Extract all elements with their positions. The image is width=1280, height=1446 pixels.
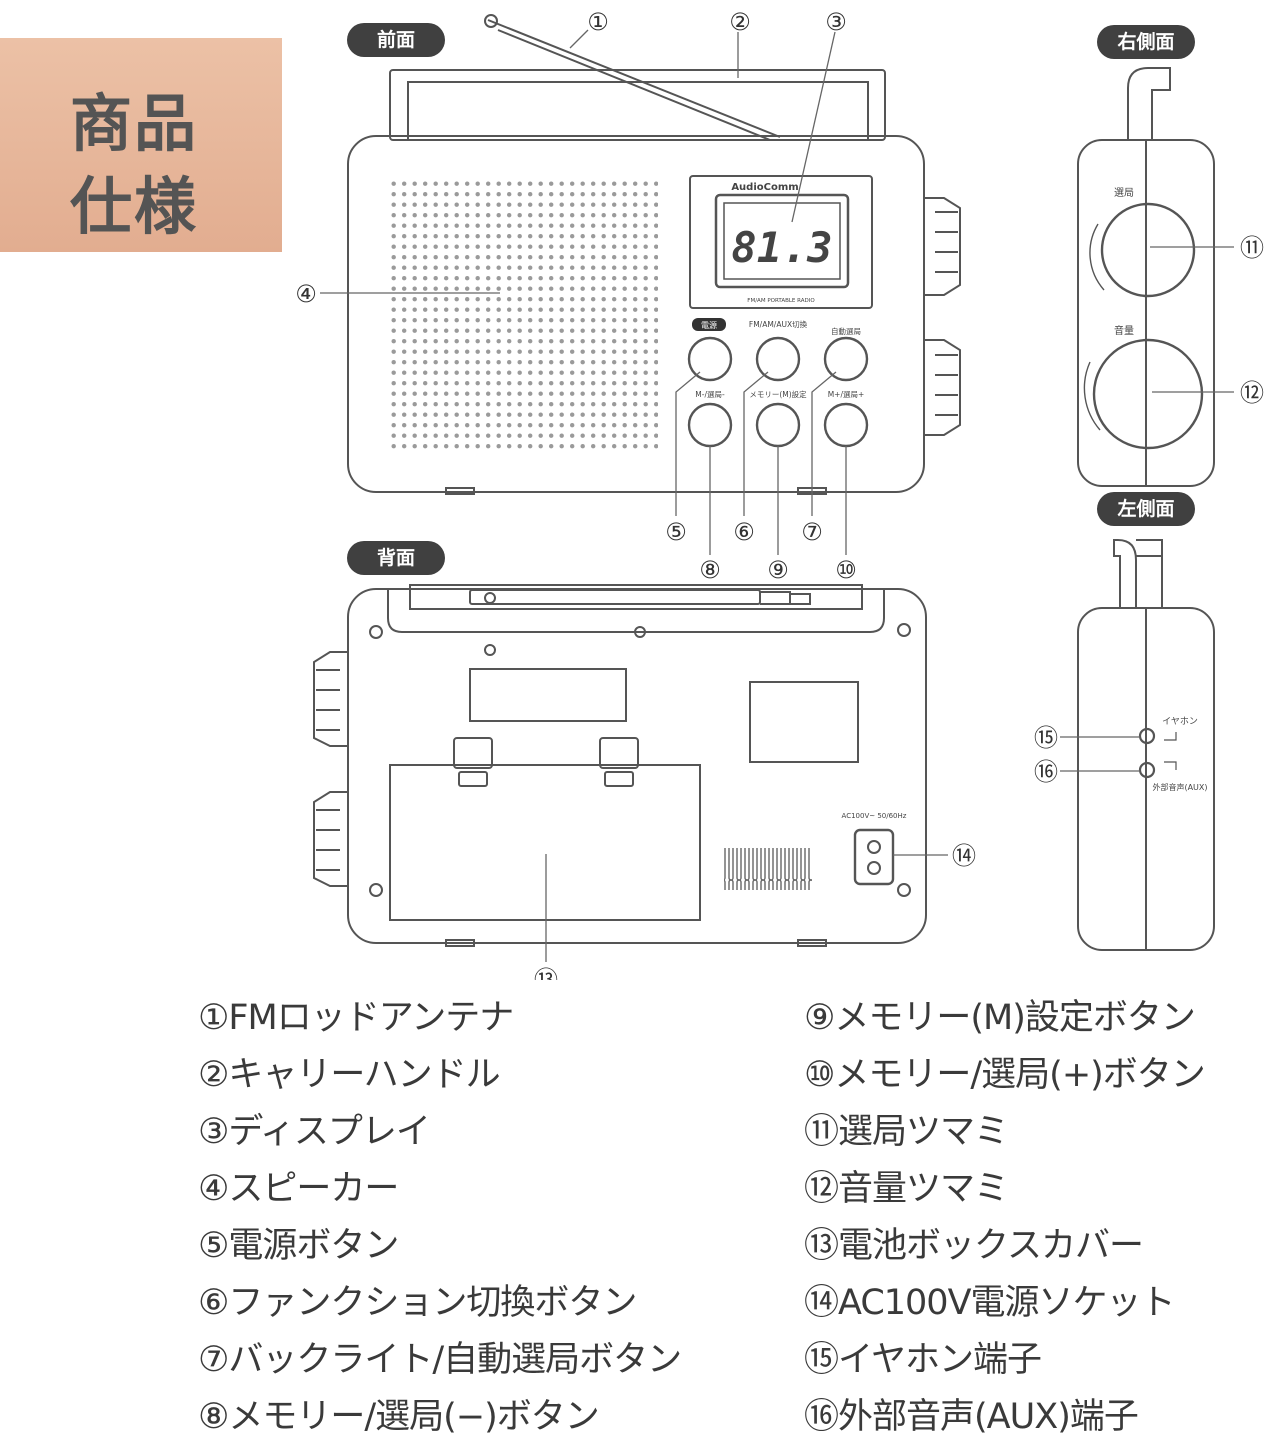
backlight-button-label: 自動選局 xyxy=(831,326,861,336)
memory-up-button[interactable] xyxy=(823,402,869,448)
callout-9: ⑨ xyxy=(767,556,789,584)
legend-item: ⑭AC100V電源ソケット xyxy=(804,1283,1176,1323)
front-body xyxy=(347,135,925,493)
backlight-button[interactable] xyxy=(823,336,869,382)
legend-item: ④スピーカー xyxy=(198,1169,399,1209)
label-front-view: 前面 xyxy=(347,23,445,57)
callout-7: ⑦ xyxy=(801,518,823,546)
callout-13: ⑬ xyxy=(534,966,558,980)
callout-11: ⑪ xyxy=(1240,234,1264,262)
earphone-jack xyxy=(1138,727,1156,745)
page-title-line1: 商品 xyxy=(70,87,199,160)
right-side-handle xyxy=(1127,67,1171,140)
display-panel xyxy=(689,175,873,309)
callout-14: ⑭ xyxy=(952,842,976,870)
back-vent xyxy=(724,848,812,890)
back-dial-lower xyxy=(313,791,348,887)
volume-knob-label: 音量 xyxy=(1114,324,1134,337)
legend-item: ⑯外部音声(AUX)端子 xyxy=(804,1397,1139,1437)
left-side-handle xyxy=(1113,539,1137,608)
callout-15: ⑮ xyxy=(1034,724,1058,752)
callout-5: ⑤ xyxy=(665,518,687,546)
callout-3: ③ xyxy=(825,8,847,36)
legend-item: ⑪選局ツマミ xyxy=(804,1112,1009,1152)
back-label-area xyxy=(469,668,627,722)
label-right-view: 右側面 xyxy=(1097,25,1195,59)
memory-down-button-label: M-/選局- xyxy=(695,389,725,399)
page-title: 商品 仕様 xyxy=(0,38,282,252)
display-frequency: 81.3 xyxy=(731,223,832,272)
speaker-grille xyxy=(386,178,658,450)
legend-item: ⑫音量ツマミ xyxy=(804,1169,1009,1209)
legend-right-column: ⑨メモリー(M)設定ボタン ⑩メモリー/選局(+)ボタン ⑪選局ツマミ ⑫音量ツ… xyxy=(804,990,1206,1446)
legend-item: ⑩メモリー/選局(+)ボタン xyxy=(804,1055,1206,1095)
label-left-view: 左側面 xyxy=(1097,492,1195,526)
tuning-dial-edge xyxy=(924,197,961,296)
display-footer: FM/AM PORTABLE RADIO xyxy=(747,298,815,304)
legend-item: ⑥ファンクション切換ボタン xyxy=(198,1283,637,1323)
power-button[interactable] xyxy=(687,336,733,382)
callout-8: ⑧ xyxy=(699,556,721,584)
back-dial-upper xyxy=(313,651,348,747)
display-brand: AudioComm xyxy=(731,182,798,193)
battery-cover xyxy=(389,764,701,921)
aux-jack xyxy=(1138,761,1156,779)
volume-dial-edge xyxy=(924,339,961,436)
fm-rod-antenna xyxy=(484,14,781,141)
legend-item: ⑦バックライト/自動選局ボタン xyxy=(198,1340,682,1380)
page-title-line2: 仕様 xyxy=(70,170,199,243)
legend-item: ⑤電源ボタン xyxy=(198,1226,399,1266)
back-handle-slot xyxy=(409,584,863,610)
legend-item: ⑮イヤホン端子 xyxy=(804,1340,1042,1380)
callout-4: ④ xyxy=(295,280,317,308)
legend-item: ⑧メモリー/選局(−)ボタン xyxy=(198,1397,600,1437)
callout-12: ⑫ xyxy=(1240,379,1264,407)
function-button-label: FM/AM/AUX切換 xyxy=(749,319,808,329)
aux-jack-label: 外部音声(AUX) xyxy=(1152,782,1207,792)
label-back-view: 背面 xyxy=(347,541,445,575)
callout-2: ② xyxy=(729,8,751,36)
memory-down-button[interactable] xyxy=(687,402,733,448)
volume-knob[interactable] xyxy=(1092,338,1204,450)
memory-up-button-label: M+/選局+ xyxy=(828,389,865,399)
legend-item: ⑬電池ボックスカバー xyxy=(804,1226,1144,1266)
battery-cover-clip-left xyxy=(453,737,493,787)
callout-6: ⑥ xyxy=(733,518,755,546)
ac-socket xyxy=(853,828,895,886)
legend-item: ⑨メモリー(M)設定ボタン xyxy=(804,998,1196,1038)
callout-10: ⑩ xyxy=(835,556,857,584)
legend-item: ②キャリーハンドル xyxy=(198,1055,501,1095)
ac-socket-label: AC100V~ 50/60Hz xyxy=(842,812,907,820)
radio-drawing: AudioComm 81.3 FM/AM PORTABLE RADIO 電源 F… xyxy=(295,8,1264,980)
memory-set-button[interactable] xyxy=(755,402,801,448)
carry-handle xyxy=(389,69,886,141)
earphone-jack-label: イヤホン xyxy=(1162,716,1198,727)
power-button-label: 電源 xyxy=(701,321,717,330)
legend-item: ①FMロッドアンテナ xyxy=(198,998,514,1038)
callout-16: ⑯ xyxy=(1034,758,1058,786)
battery-cover-clip-right xyxy=(599,737,639,787)
tuning-knob-label: 選局 xyxy=(1114,186,1134,199)
legend-item: ③ディスプレイ xyxy=(198,1112,431,1152)
memory-set-button-label: メモリー(M)設定 xyxy=(749,389,807,399)
callout-1: ① xyxy=(587,8,609,36)
tuning-knob[interactable] xyxy=(1100,202,1196,298)
legend-left-column: ①FMロッドアンテナ ②キャリーハンドル ③ディスプレイ ④スピーカー ⑤電源ボ… xyxy=(198,990,682,1446)
function-button[interactable] xyxy=(755,336,801,382)
